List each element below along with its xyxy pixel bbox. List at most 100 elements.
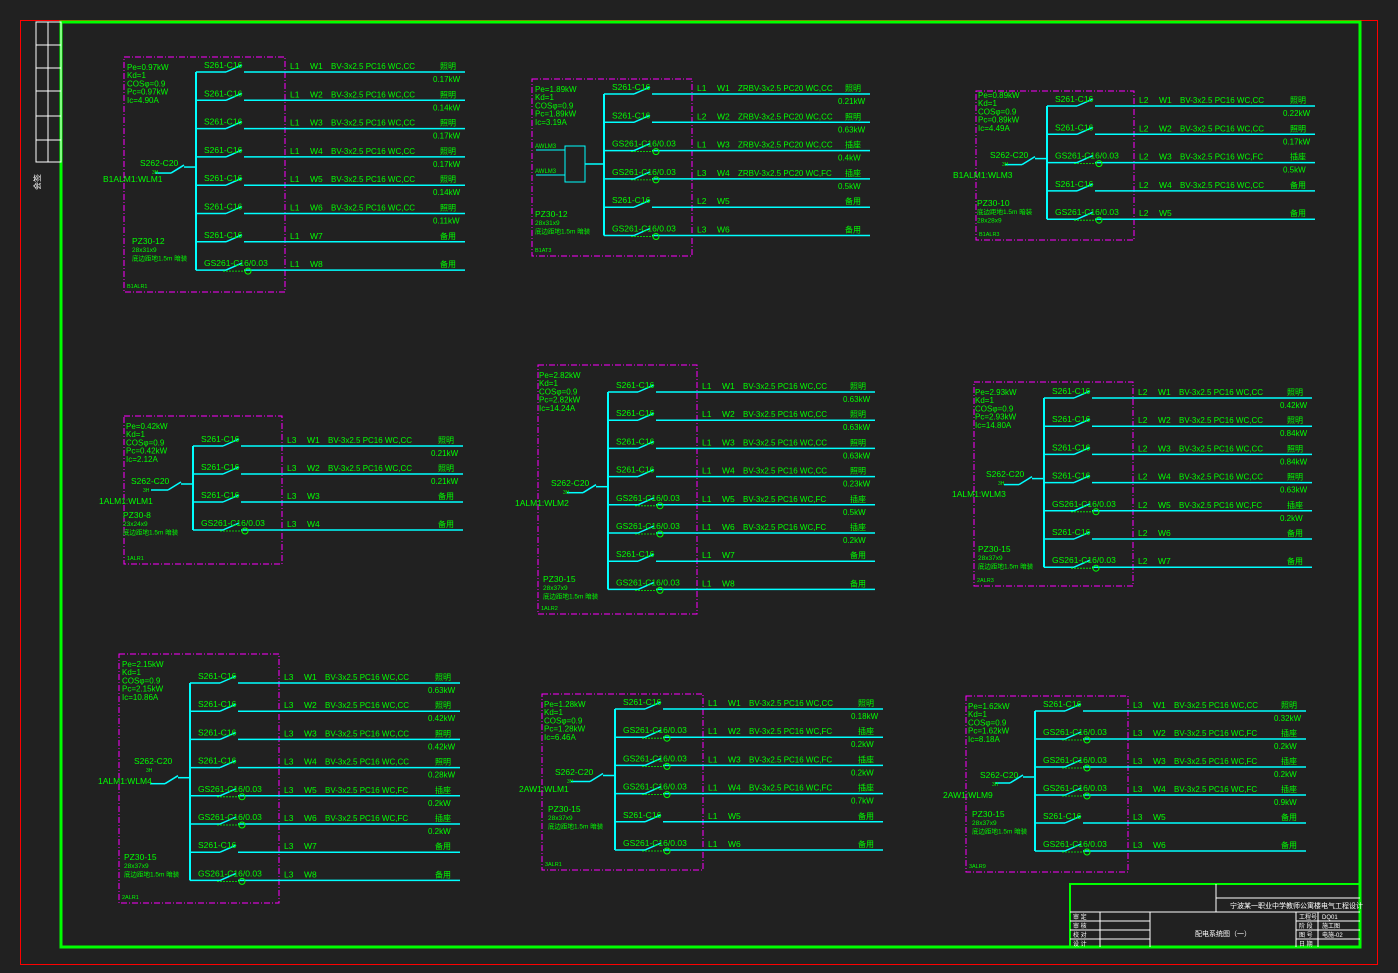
circuit-use: 插座: [1281, 728, 1297, 738]
circuit-id: W3: [307, 491, 320, 501]
circuit-breaker-contact: [225, 205, 243, 215]
breaker-label: S261-C16: [1055, 122, 1094, 132]
cable-spec: BV-3x2.5 PC16 WC,CC: [743, 410, 827, 419]
phase-label: L2: [1138, 556, 1148, 566]
breaker-label: GS261-C16/0.03: [612, 224, 676, 234]
circuit-id: W4: [307, 519, 320, 529]
panel-model: 底边距地1.5m 暗装: [123, 527, 179, 536]
circuit-id: W8: [722, 578, 735, 588]
circuit-breaker-contact: [1073, 474, 1091, 484]
panel-enclosure: [965, 695, 1129, 873]
circuit-breaker-contact: [225, 177, 243, 186]
circuit-use: 备用: [435, 841, 451, 851]
main-breaker-label: S262-C20: [551, 478, 590, 488]
panel-parameter: Ic=8.18A: [968, 735, 1000, 744]
circuit-use: 照明: [440, 62, 456, 71]
incoming-feeder-label: 1ALM1:WLM2: [515, 498, 569, 508]
rcd-symbol: [656, 530, 664, 538]
circuit-id: W5: [1153, 812, 1166, 822]
circuit-use: 备用: [858, 811, 874, 821]
phase-label: L3: [1133, 812, 1143, 822]
main-breaker-contact: [1009, 774, 1024, 784]
phase-label: L3: [284, 728, 294, 738]
circuit-load: 0.5kW: [1283, 166, 1306, 175]
incoming-feeder-label: 1ALM1:WLM3: [952, 489, 1006, 499]
circuit-use: 照明: [440, 119, 456, 128]
circuit-breaker-contact: [222, 494, 240, 503]
panel-label: 3ALR9: [969, 864, 986, 870]
circuit-use: 备用: [845, 196, 861, 206]
circuit-use: 备用: [1290, 180, 1306, 190]
rcd-symbol: [1095, 160, 1103, 168]
circuit-id: W3: [304, 728, 317, 738]
phase-label: L1: [290, 174, 300, 184]
circuit-breaker-contact: [225, 234, 243, 243]
circuit-id: W5: [722, 494, 735, 504]
circuit-id: W4: [728, 783, 741, 793]
phase-label: L2: [1138, 443, 1148, 453]
circuit-load: 0.17kW: [433, 160, 461, 169]
breaker-label: GS261-C16/0.03: [623, 753, 687, 763]
circuit-load: 0.2kW: [1274, 742, 1297, 751]
rcd-symbol: [652, 176, 660, 184]
circuit-load: 0.4kW: [838, 154, 861, 163]
circuit-use: 插座: [435, 785, 451, 795]
circuit-load: 0.17kW: [1283, 137, 1311, 146]
breaker-label: S261-C16: [198, 727, 237, 737]
breaker-label: GS261-C16/0.03: [623, 838, 687, 848]
circuit-breaker-contact: [1073, 559, 1091, 568]
panel-parameter: Pe=1.28kW: [544, 700, 586, 709]
phase-label: L1: [702, 437, 712, 447]
phase-label: L1: [290, 61, 300, 71]
panel-model: PZ30-15: [124, 852, 157, 862]
phase-label: L1: [290, 89, 300, 99]
incoming-feeder-label: 1ALM1:WLM4: [98, 776, 152, 786]
circuit-load: 0.2kW: [843, 536, 866, 545]
circuit-use: 照明: [435, 701, 451, 710]
phase-label: L1: [708, 698, 718, 708]
phase-label: L1: [290, 203, 300, 213]
phase-label: L1: [702, 466, 712, 476]
circuit-id: W6: [722, 522, 735, 532]
panel-parameter: Kd=1: [978, 99, 997, 108]
cable-spec: BV-3x2.5 PC16 WC,CC: [1174, 701, 1258, 710]
circuit-load: 0.5kW: [838, 182, 861, 191]
breaker-label: S261-C16: [616, 380, 655, 390]
circuit-load: 0.42kW: [428, 714, 456, 723]
breaker-label: GS261-C16/0.03: [198, 784, 262, 794]
circuit-id: W2: [307, 463, 320, 473]
circuit-breaker-contact: [637, 553, 655, 562]
breaker-label: S261-C16: [204, 145, 243, 155]
circuit-id: W7: [722, 550, 735, 560]
phase-label: L3: [1133, 840, 1143, 850]
panel-parameter: COSφ=0.9: [126, 438, 165, 447]
circuit-id: W2: [1153, 728, 1166, 738]
panel-3alr1: 3ALR1Pe=1.28kWKd=1COSφ=0.9Pc=1.28kWIc=6.…: [519, 693, 883, 871]
panel-parameter: Pe=0.97kW: [127, 63, 169, 72]
circuit-breaker-contact: [1073, 418, 1091, 427]
panel-2alr3: 2ALR3Pe=2.93kWKd=1COSφ=0.9Pc=2.93kWIc=14…: [952, 381, 1312, 587]
panel-parameter: COSφ=0.9: [535, 101, 574, 110]
cable-spec: BV-3x2.5 PC16 WC,FC: [1180, 153, 1263, 162]
panel-model: 28x31x9: [535, 220, 560, 227]
circuit-id: W2: [722, 409, 735, 419]
breaker-label: S261-C16: [204, 173, 243, 183]
breaker-label: S261-C16: [201, 490, 240, 500]
panel-parameter: Pc=2.82kW: [539, 396, 581, 405]
circuit-use: 插座: [1281, 756, 1297, 766]
circuit-use: 备用: [845, 225, 861, 235]
breaker-label: GS261-C16/0.03: [201, 518, 265, 528]
rcd-symbol: [238, 877, 246, 885]
circuit-id: W7: [310, 231, 323, 241]
circuit-use: 照明: [1287, 416, 1303, 425]
circuit-load: 0.42kW: [428, 742, 456, 751]
